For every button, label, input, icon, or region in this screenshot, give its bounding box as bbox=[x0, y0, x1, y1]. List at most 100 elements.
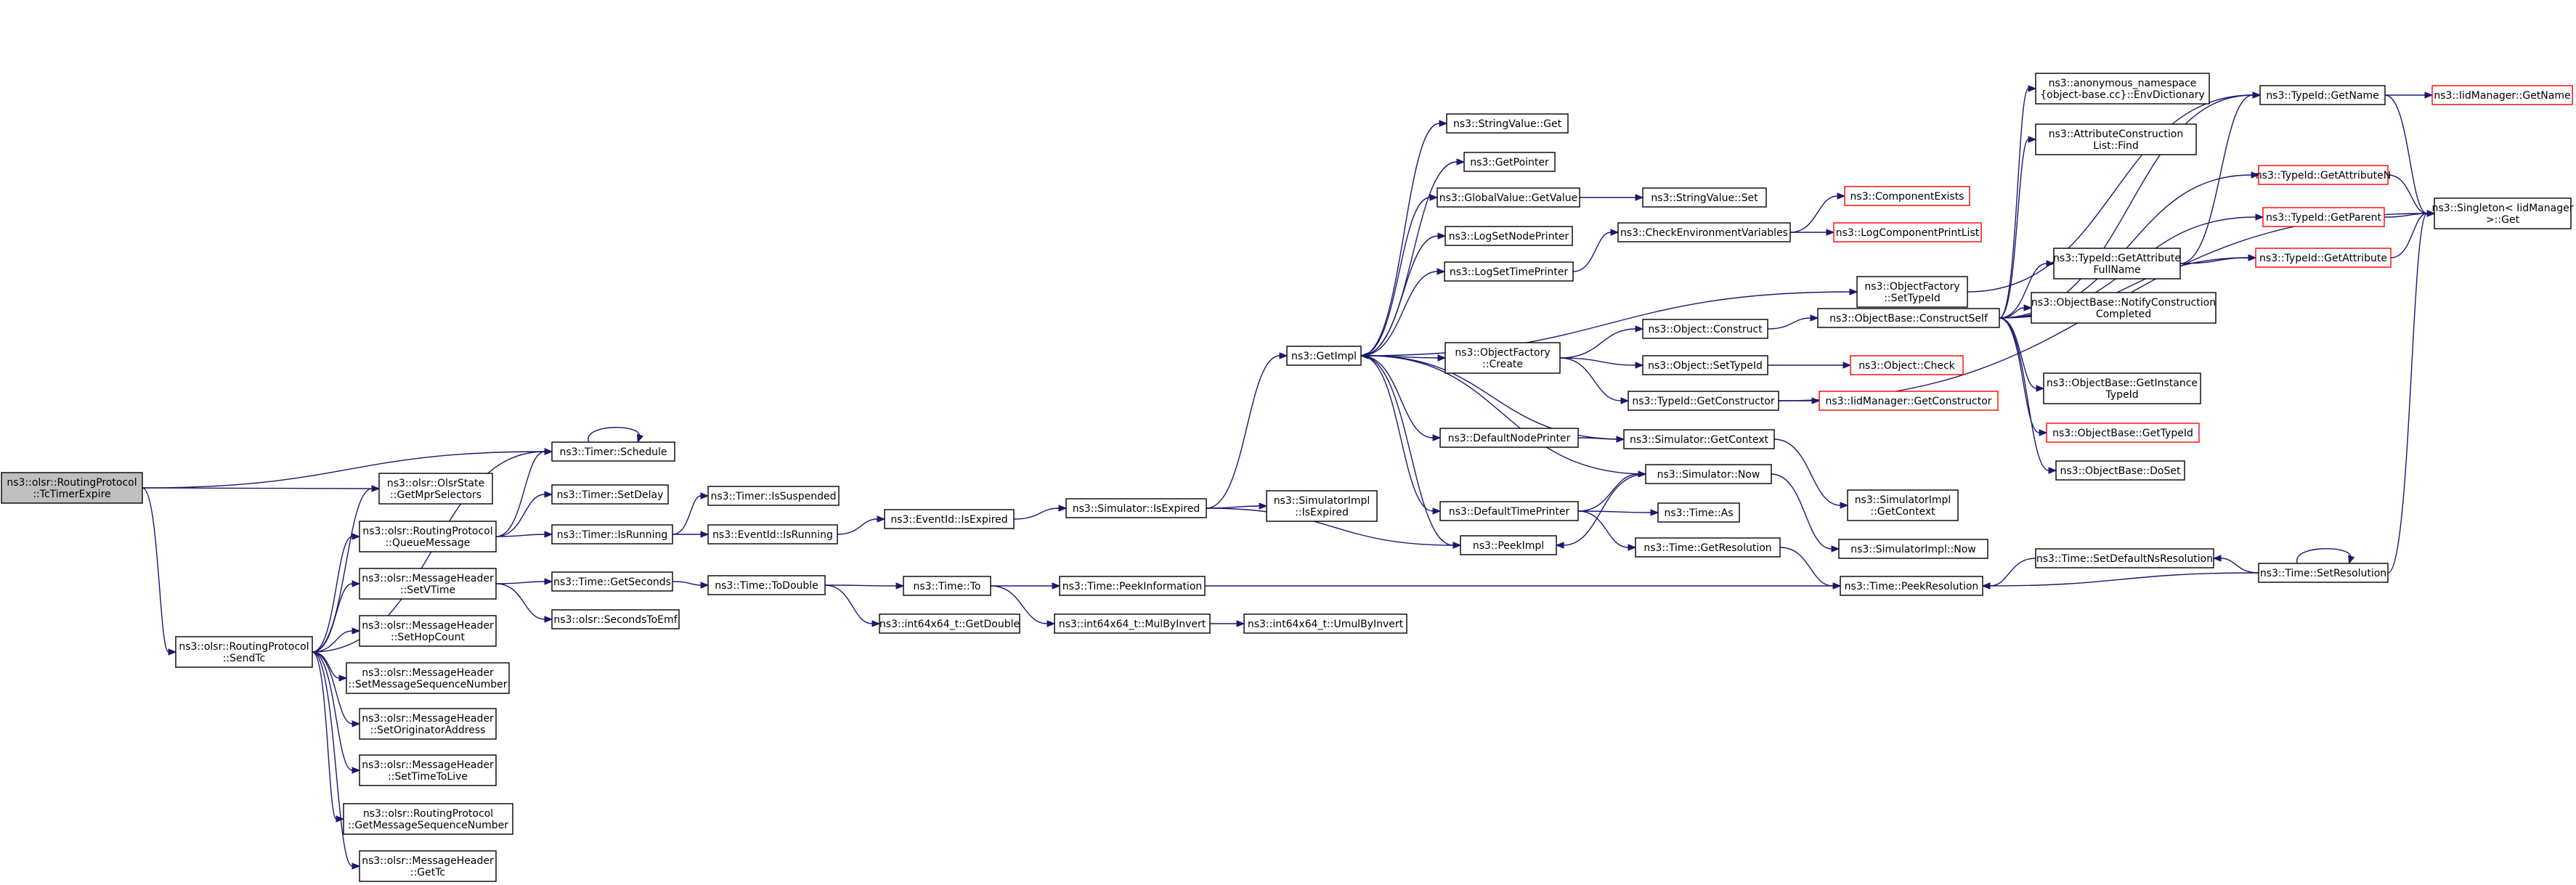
node-label: ns3::Timer::IsSuspended bbox=[711, 491, 837, 502]
node-component-exists[interactable]: ns3::ComponentExists bbox=[1844, 186, 1970, 206]
node-object-factory-create[interactable]: ns3::ObjectFactory::Create bbox=[1445, 342, 1561, 374]
node-time-get-seconds[interactable]: ns3::Time::GetSeconds bbox=[551, 571, 673, 592]
edge-typeid-get-attribute-full-name-to-typeid-get-name bbox=[2179, 91, 2262, 264]
edge-line bbox=[672, 581, 702, 586]
node-msg-set-time-to-live[interactable]: ns3::olsr::MessageHeader::SetTimeToLive bbox=[359, 754, 497, 786]
node-object-set-type-id[interactable]: ns3::Object::SetTypeId bbox=[1642, 355, 1768, 375]
node-objectbase-construct-self[interactable]: ns3::ObjectBase::ConstructSelf bbox=[1817, 308, 2000, 328]
arrowhead bbox=[1840, 502, 1849, 509]
node-string-value-set[interactable]: ns3::StringValue::Set bbox=[1642, 187, 1767, 208]
node-send-tc[interactable]: ns3::olsr::RoutingProtocol::SendTc bbox=[175, 636, 313, 668]
arrowhead bbox=[2424, 91, 2434, 99]
node-time-as[interactable]: ns3::Time::As bbox=[1657, 502, 1740, 523]
node-time-peek-resolution[interactable]: ns3::Time::PeekResolution bbox=[1840, 576, 1983, 596]
node-check-environment-variables[interactable]: ns3::CheckEnvironmentVariables bbox=[1617, 222, 1791, 242]
node-simulator-get-context[interactable]: ns3::Simulator::GetContext bbox=[1623, 429, 1775, 449]
node-get-mpr-selectors[interactable]: ns3::olsr::OlsrState::GetMprSelectors bbox=[378, 473, 493, 505]
node-msg-get-tc[interactable]: ns3::olsr::MessageHeader::GetTc bbox=[359, 850, 497, 882]
node-box bbox=[1642, 187, 1767, 208]
node-log-component-print-list[interactable]: ns3::LogComponentPrintList bbox=[1833, 222, 1982, 242]
node-simimpl-now[interactable]: ns3::SimulatorImpl::Now bbox=[1838, 539, 1988, 559]
node-msg-set-hop-count[interactable]: ns3::olsr::MessageHeader::SetHopCount bbox=[359, 615, 497, 647]
arrowhead bbox=[336, 815, 345, 823]
node-typeid-get-attribute[interactable]: ns3::TypeId::GetAttribute bbox=[2255, 248, 2392, 268]
node-default-node-printer[interactable]: ns3::DefaultNodePrinter bbox=[1439, 428, 1579, 448]
node-seconds-to-emf[interactable]: ns3::olsr::SecondsToEmf bbox=[551, 609, 680, 629]
node-label: ns3::Time::GetSeconds bbox=[553, 576, 671, 588]
node-timer-is-running[interactable]: ns3::Timer::IsRunning bbox=[551, 524, 673, 545]
node-int64-get-double[interactable]: ns3::int64x64_t::GetDouble bbox=[879, 613, 1020, 634]
node-object-construct[interactable]: ns3::Object::Construct bbox=[1642, 319, 1768, 339]
node-time-set-resolution[interactable]: ns3::Time::SetResolution bbox=[2258, 563, 2389, 583]
node-time-to[interactable]: ns3::Time::To bbox=[903, 576, 991, 596]
node-env-dictionary[interactable]: ns3::anonymous_namespace{object-base.cc}… bbox=[2035, 73, 2210, 105]
node-get-impl[interactable]: ns3::GetImpl bbox=[1286, 346, 1362, 366]
node-tc-timer-expire[interactable]: ns3::olsr::RoutingProtocol::TcTimerExpir… bbox=[1, 472, 143, 504]
node-simulator-now[interactable]: ns3::Simulator::Now bbox=[1645, 464, 1772, 484]
node-label: ns3::GetPointer bbox=[1470, 157, 1549, 168]
node-timer-is-suspended[interactable]: ns3::Timer::IsSuspended bbox=[707, 486, 840, 506]
node-object-factory-set-type-id[interactable]: ns3::ObjectFactory::SetTypeId bbox=[1856, 276, 1968, 308]
node-label: ::QueueMessage bbox=[386, 537, 471, 549]
node-box bbox=[1645, 464, 1772, 484]
node-singleton-get[interactable]: ns3::Singleton< IidManager>::Get bbox=[2432, 197, 2574, 229]
node-time-to-double[interactable]: ns3::Time::ToDouble bbox=[707, 575, 826, 595]
node-objectbase-get-type-id[interactable]: ns3::ObjectBase::GetTypeId bbox=[2046, 423, 2200, 443]
edge-object-factory-create-to-object-set-type-id bbox=[1559, 357, 1644, 369]
node-log-set-node-printer[interactable]: ns3::LogSetNodePrinter bbox=[1445, 226, 1573, 246]
node-queue-message[interactable]: ns3::olsr::RoutingProtocol::QueueMessage bbox=[359, 521, 497, 552]
node-box bbox=[2035, 123, 2197, 155]
node-time-set-default-ns-resolution[interactable]: ns3::Time::SetDefaultNsResolution bbox=[2035, 548, 2214, 568]
node-global-value-get-value[interactable]: ns3::GlobalValue::GetValue bbox=[1437, 187, 1580, 208]
edge-get-impl-to-peek-impl bbox=[1360, 355, 1462, 549]
node-box bbox=[1657, 502, 1740, 523]
node-log-set-time-printer[interactable]: ns3::LogSetTimePrinter bbox=[1444, 261, 1574, 282]
node-iidmanager-get-constructor[interactable]: ns3::IidManager::GetConstructor bbox=[1819, 391, 1999, 411]
node-time-get-resolution[interactable]: ns3::Time::GetResolution bbox=[1635, 537, 1781, 558]
node-label: ns3::StringValue::Get bbox=[1453, 118, 1562, 130]
node-label: TypeId bbox=[2105, 389, 2138, 401]
node-iidmanager-get-name[interactable]: ns3::IidManager::GetName bbox=[2431, 85, 2573, 105]
node-object-check[interactable]: ns3::Object::Check bbox=[1850, 355, 1964, 375]
node-msg-set-vtime[interactable]: ns3::olsr::MessageHeader::SetVTime bbox=[359, 568, 497, 600]
node-label: ::SetHopCount bbox=[391, 632, 465, 643]
node-box bbox=[1642, 319, 1768, 339]
node-label: Completed bbox=[2096, 309, 2151, 320]
node-box bbox=[1266, 490, 1378, 522]
node-label: ns3::SimulatorImpl bbox=[1274, 495, 1370, 507]
node-typeid-get-constructor[interactable]: ns3::TypeId::GetConstructor bbox=[1628, 391, 1779, 411]
node-default-time-printer[interactable]: ns3::DefaultTimePrinter bbox=[1439, 501, 1579, 521]
arrowhead bbox=[352, 720, 361, 727]
node-time-peek-information[interactable]: ns3::Time::PeekInformation bbox=[1059, 576, 1206, 596]
node-int64-umul-by-invert[interactable]: ns3::int64x64_t::UmulByInvert bbox=[1243, 613, 1407, 634]
node-box bbox=[359, 754, 497, 786]
edge-line bbox=[2387, 174, 2428, 214]
node-eventid-is-running[interactable]: ns3::EventId::IsRunning bbox=[707, 524, 838, 545]
node-box bbox=[1437, 187, 1580, 208]
node-eventid-is-expired[interactable]: ns3::EventId::IsExpired bbox=[884, 509, 1015, 529]
node-msg-set-message-sequence-number[interactable]: ns3::olsr::MessageHeader::SetMessageSequ… bbox=[346, 662, 510, 694]
node-string-value-get[interactable]: ns3::StringValue::Get bbox=[1446, 113, 1569, 134]
node-typeid-get-name[interactable]: ns3::TypeId::GetName bbox=[2259, 85, 2386, 105]
node-timer-schedule[interactable]: ns3::Timer::Schedule bbox=[551, 441, 675, 462]
node-msg-set-originator-address[interactable]: ns3::olsr::MessageHeader::SetOriginatorA… bbox=[359, 708, 497, 740]
node-box bbox=[1817, 308, 2000, 328]
node-objectbase-notify-construction-completed[interactable]: ns3::ObjectBase::NotifyConstructionCompl… bbox=[2031, 292, 2217, 324]
node-simulator-is-expired[interactable]: ns3::Simulator::IsExpired bbox=[1065, 498, 1207, 518]
node-simimpl-get-context[interactable]: ns3::SimulatorImpl::GetContext bbox=[1847, 489, 1959, 521]
node-label: ns3::ObjectFactory bbox=[1455, 347, 1550, 359]
node-get-pointer[interactable]: ns3::GetPointer bbox=[1463, 152, 1556, 172]
node-int64-mul-by-invert[interactable]: ns3::int64x64_t::MulByInvert bbox=[1054, 613, 1211, 634]
node-rp-get-message-sequence-number[interactable]: ns3::olsr::RoutingProtocol::GetMessageSe… bbox=[343, 803, 513, 835]
node-timer-set-delay[interactable]: ns3::Timer::SetDelay bbox=[551, 484, 669, 505]
node-peek-impl[interactable]: ns3::PeekImpl bbox=[1460, 535, 1557, 555]
node-typeid-get-attribute-n[interactable]: ns3::TypeId::GetAttributeN bbox=[2256, 165, 2391, 185]
node-label: ns3::Time::PeekInformation bbox=[1063, 581, 1203, 592]
node-simimpl-is-expired[interactable]: ns3::SimulatorImpl::IsExpired bbox=[1266, 490, 1378, 522]
node-objectbase-do-set[interactable]: ns3::ObjectBase::DoSet bbox=[2055, 460, 2185, 481]
node-typeid-get-parent[interactable]: ns3::TypeId::GetParent bbox=[2262, 207, 2385, 227]
edge-line bbox=[1360, 123, 1440, 356]
